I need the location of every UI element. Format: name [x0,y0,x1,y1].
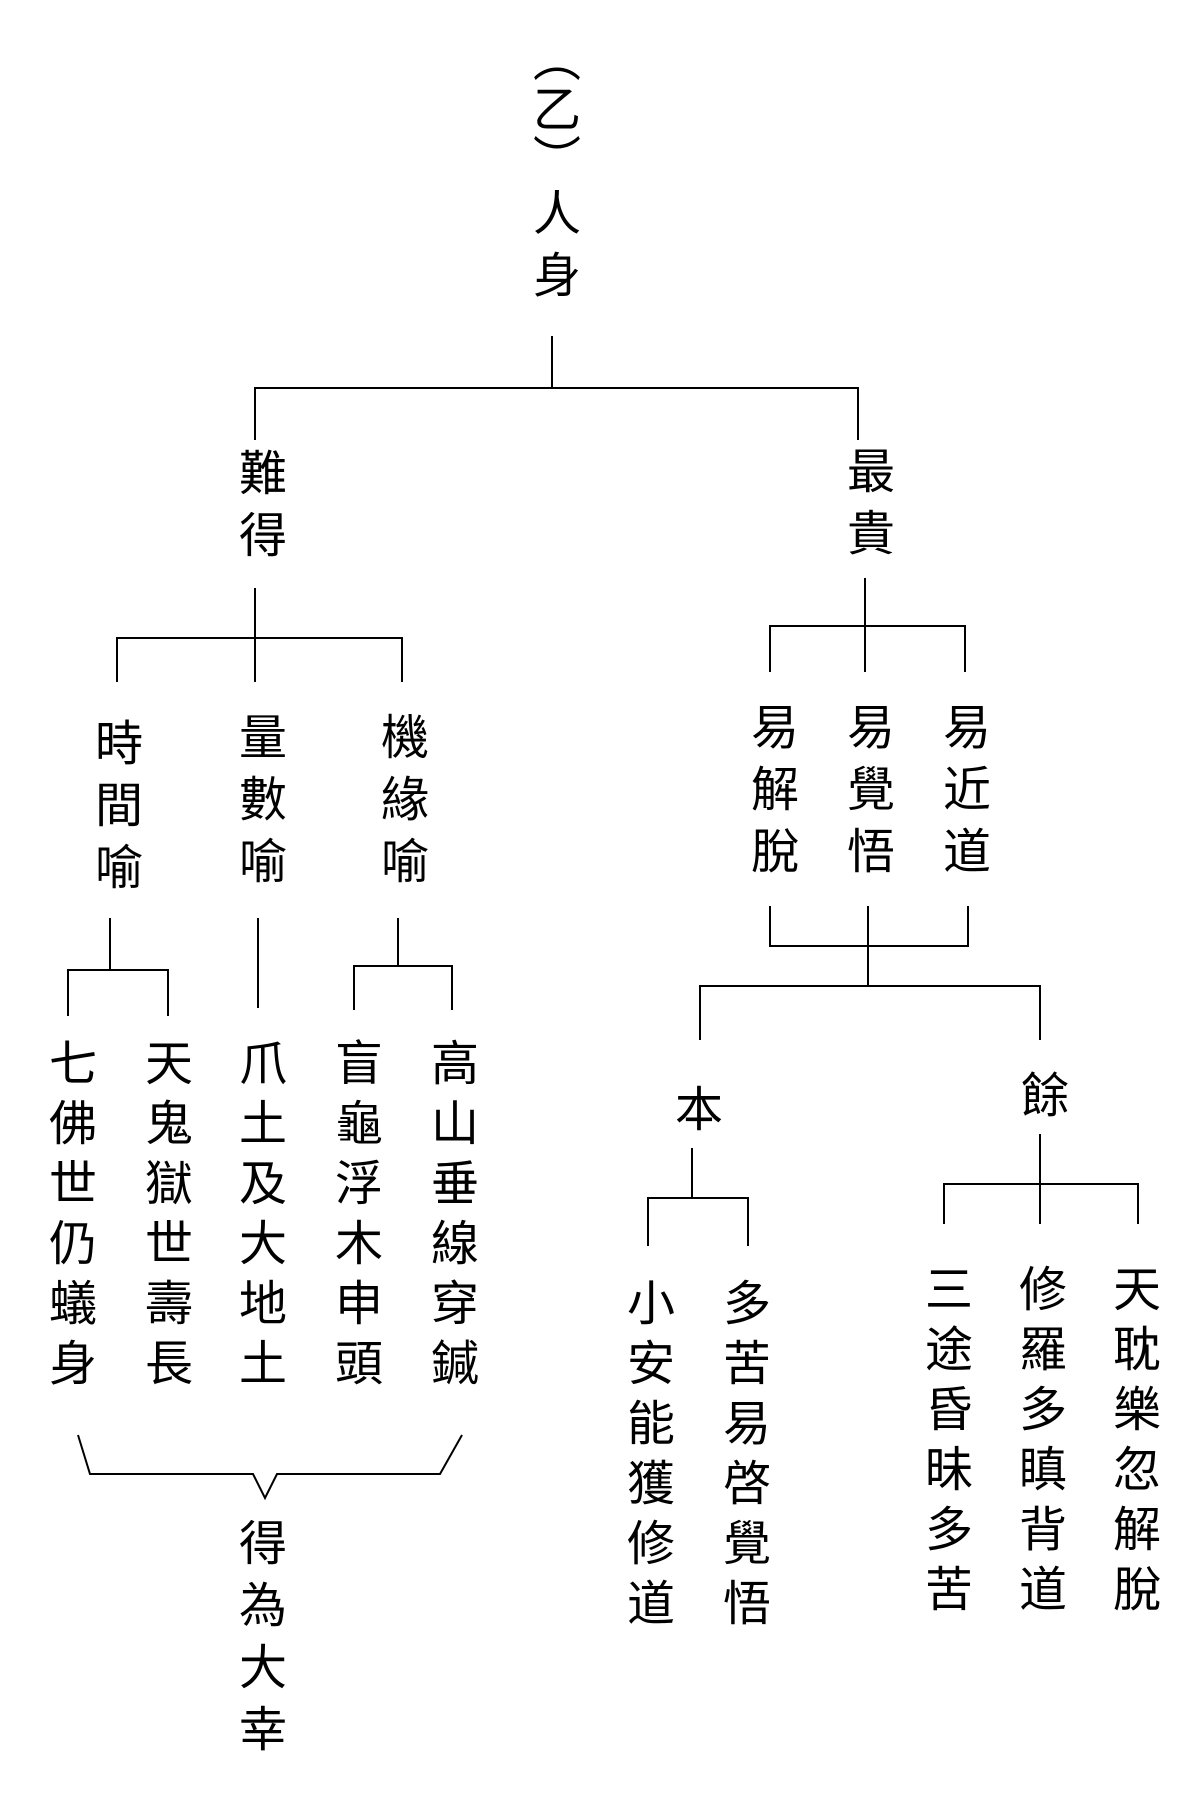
metaphor-time: 時間喻 [86,718,142,904]
root-node: 人身 [524,188,580,312]
example-heaven-ghost: 天鬼獄世壽長 [136,1038,192,1398]
other-branch-label: 餘 [1012,1070,1068,1132]
quality-awakening: 易覺悟 [838,702,894,888]
example-claw-soil: 爪土及大地土 [230,1038,286,1398]
conclusion-node: 得為大幸 [230,1518,286,1766]
item-asura: 修羅多瞋背道 [1010,1264,1066,1624]
section-label: （乙） [524,34,580,184]
item-small-peace: 小安能獲修道 [618,1278,674,1638]
metaphor-chance: 機緣喻 [372,712,428,898]
quality-near-path: 易近道 [934,702,990,888]
example-seven-buddhas: 七佛世仍蟻身 [40,1038,96,1398]
item-much-suffering: 多苦易啓覺悟 [714,1278,770,1638]
example-mountain-needle: 高山垂線穿鍼 [422,1038,478,1398]
example-blind-turtle: 盲龜浮木申頭 [326,1038,382,1398]
item-heavens: 天耽樂忽解脫 [1104,1264,1160,1624]
quality-liberation: 易解脫 [742,702,798,888]
branch-nande: 難得 [230,448,286,572]
item-three-paths: 三途昏昧多苦 [916,1264,972,1624]
metaphor-quantity: 量數喻 [230,712,286,898]
branch-zuigui: 最貴 [838,446,894,570]
root-branch-label: 本 [666,1084,722,1146]
